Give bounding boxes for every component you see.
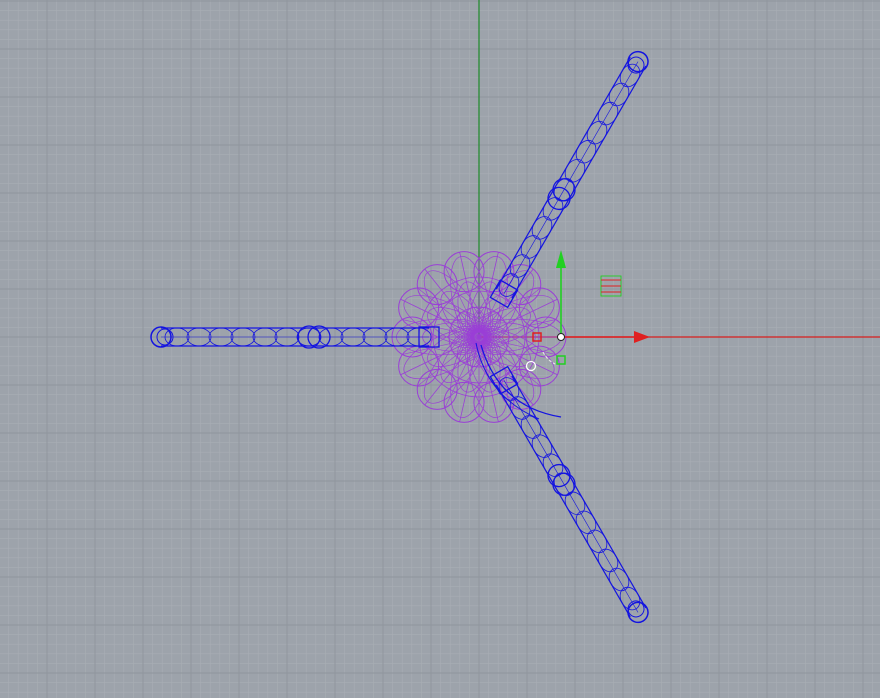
leg-section — [509, 254, 531, 278]
leg-section — [586, 529, 608, 554]
leg-section — [531, 434, 553, 458]
leg-section — [564, 158, 586, 183]
gumball-x-arrow-icon[interactable] — [634, 331, 650, 343]
leg-joint — [547, 463, 571, 488]
tripod-leg[interactable] — [489, 47, 652, 309]
leg-joint — [552, 472, 576, 496]
leg-edge — [511, 375, 647, 609]
petal-outline — [518, 287, 560, 329]
tripod-legs-wireframe[interactable] — [150, 47, 653, 626]
leg-section — [520, 235, 542, 259]
leg-section — [619, 586, 641, 611]
leg-joint — [552, 178, 576, 202]
petal-outline — [443, 381, 485, 423]
leg-foot — [627, 600, 645, 618]
cable-curve — [480, 344, 562, 418]
leg-section — [520, 415, 542, 439]
petal-rib — [459, 336, 480, 422]
petal-rib — [478, 298, 558, 338]
base-ring — [432, 290, 526, 384]
leg-centerline — [503, 61, 639, 294]
leg-foot — [627, 50, 649, 73]
leg-section — [252, 327, 278, 347]
gumball-widget[interactable] — [525, 250, 651, 372]
petal-outline — [443, 251, 485, 293]
leg-section — [340, 327, 366, 347]
leg-socket — [489, 365, 519, 395]
petal-rib — [459, 252, 480, 338]
base-ring — [448, 306, 510, 368]
leg-socket — [418, 326, 440, 348]
cable-curve — [475, 342, 540, 420]
gumball-rotate-arc[interactable] — [542, 351, 556, 365]
leg-edge — [495, 56, 631, 290]
leg-section — [384, 327, 410, 347]
petal-rib — [424, 336, 480, 406]
petal-rib — [478, 336, 558, 376]
leg-edge — [495, 384, 631, 618]
base-ring — [466, 324, 492, 350]
leg-section — [208, 327, 234, 347]
petal-rib — [478, 336, 499, 422]
base-center — [473, 331, 485, 343]
leg-section — [575, 139, 597, 164]
leg-section — [318, 327, 344, 347]
leg-section — [274, 327, 300, 347]
leg-section — [586, 120, 608, 145]
petal-rib — [478, 252, 499, 338]
petal-rib — [478, 336, 534, 406]
petal-contour — [472, 307, 531, 346]
leg-foot — [627, 601, 649, 624]
petal-rib — [424, 268, 480, 338]
petal-rib — [400, 336, 480, 376]
gumball-origin[interactable] — [557, 333, 565, 341]
leg-edge — [511, 65, 647, 299]
leg-section — [619, 63, 641, 88]
leg-section — [553, 178, 575, 202]
gumball-x-scale-handle[interactable] — [532, 332, 542, 342]
leg-joint — [307, 325, 331, 349]
leg-section — [296, 327, 322, 347]
leg-section — [186, 327, 212, 347]
leg-section — [531, 216, 553, 240]
tripod-leg[interactable] — [150, 325, 440, 349]
tripod-leg[interactable] — [489, 365, 652, 626]
leg-section — [164, 327, 190, 347]
petal-rib — [478, 319, 557, 338]
petal-rib — [400, 298, 480, 338]
petal-outline — [416, 264, 458, 306]
leg-section — [608, 82, 630, 107]
gumball-menu-handle[interactable] — [525, 360, 537, 372]
leg-socket — [489, 279, 519, 309]
gumball-y-arrow-icon[interactable] — [556, 250, 566, 268]
leg-joint — [547, 186, 571, 211]
leg-section — [564, 491, 586, 516]
leg-foot — [627, 56, 645, 74]
leg-section — [542, 197, 564, 221]
leg-section — [597, 101, 619, 126]
gumball-y-scale-handle[interactable] — [556, 355, 566, 365]
leg-foot — [150, 326, 172, 348]
petal-rib — [478, 268, 534, 338]
leg-section — [230, 327, 256, 347]
leg-section — [597, 548, 619, 573]
leg-joint — [297, 325, 321, 349]
leg-foot — [156, 328, 174, 346]
leg-section — [575, 510, 597, 535]
leg-section — [553, 472, 575, 496]
petal-outline — [416, 368, 458, 410]
leg-section — [542, 453, 564, 477]
petal-contour — [471, 295, 555, 347]
leg-section — [362, 327, 388, 347]
leg-centerline — [503, 380, 639, 613]
leg-section — [608, 567, 630, 592]
petal-outline — [518, 345, 560, 387]
